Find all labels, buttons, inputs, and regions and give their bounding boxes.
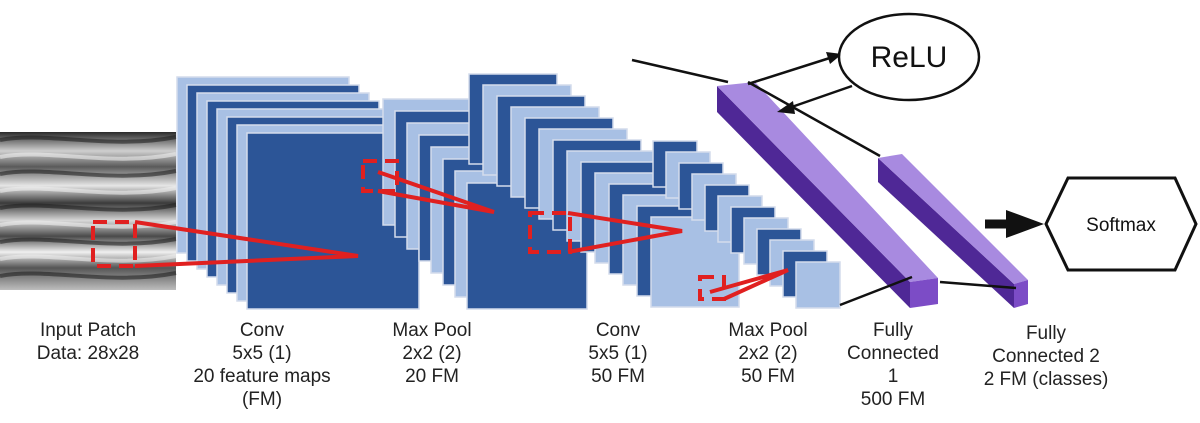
caption-fc2-line: Connected 2 bbox=[992, 346, 1100, 367]
caption-conv1-line: (FM) bbox=[242, 389, 282, 410]
caption-conv2-line: 5x5 (1) bbox=[588, 343, 647, 364]
fc1-bar-front bbox=[910, 278, 938, 308]
rf-box-conv1 bbox=[361, 159, 399, 193]
fc1-connect-top bbox=[631, 58, 729, 84]
pool2-map bbox=[795, 261, 841, 309]
caption-pool1-line: Max Pool bbox=[392, 320, 471, 341]
caption-conv2-line: Conv bbox=[596, 320, 641, 341]
rf-lines-input bbox=[134, 220, 359, 268]
relu-node: ReLU bbox=[837, 12, 981, 102]
caption-fc2-line: 2 FM (classes) bbox=[984, 369, 1109, 390]
caption-conv2-line: 50 FM bbox=[591, 366, 645, 387]
caption-conv1-line: Conv bbox=[240, 320, 285, 341]
fc2-connect-bottom bbox=[939, 280, 1017, 290]
caption-fc1-line: 1 bbox=[888, 366, 899, 387]
caption-pool2-line: Max Pool bbox=[728, 320, 807, 341]
rf-box-pool1 bbox=[528, 211, 572, 254]
caption-pool2-line: 2x2 (2) bbox=[738, 343, 797, 364]
caption-input-line: Input Patch bbox=[40, 320, 136, 341]
relu-label: ReLU bbox=[871, 41, 948, 74]
caption-fc2-line: Fully bbox=[1026, 323, 1067, 344]
caption-input-line: Data: 28x28 bbox=[37, 343, 139, 364]
input-texture-stripe bbox=[0, 237, 177, 246]
fc2-connect-top bbox=[747, 80, 881, 158]
fully-connected-layers bbox=[717, 82, 1028, 308]
input-texture-stripe bbox=[0, 203, 177, 212]
softmax-hexagon bbox=[1044, 176, 1198, 272]
caption-fc1-line: Fully bbox=[873, 320, 914, 341]
softmax-label: Softmax bbox=[1086, 215, 1156, 236]
input-texture-stripe bbox=[0, 254, 177, 263]
input-texture-stripe bbox=[0, 135, 177, 144]
fc2-bar-top bbox=[878, 154, 1028, 284]
softmax-node: Softmax bbox=[1044, 176, 1198, 272]
caption-fc1-line: Connected bbox=[847, 343, 939, 364]
caption-pool2-line: 50 FM bbox=[741, 366, 795, 387]
input-texture-stripe bbox=[0, 169, 177, 178]
arrow-from-relu bbox=[782, 84, 853, 112]
fc1-bar-side bbox=[717, 86, 910, 308]
caption-conv1-line: 5x5 (1) bbox=[232, 343, 291, 364]
input-texture-stripe bbox=[0, 271, 177, 280]
rf-lines-conv2 bbox=[709, 268, 789, 301]
fc2-bar-front bbox=[1014, 280, 1028, 308]
rf-lines-conv1 bbox=[377, 170, 495, 214]
input-texture-stripe bbox=[0, 152, 177, 161]
rf-lines-pool1 bbox=[567, 211, 683, 254]
caption-fc1-line: 500 FM bbox=[861, 389, 925, 410]
pool1-feature-maps bbox=[382, 98, 588, 310]
arrow-head-to-softmax bbox=[1006, 210, 1044, 238]
arrow-head-from-relu bbox=[777, 101, 795, 114]
receptive-field-annotations bbox=[91, 159, 789, 301]
pool2-feature-maps bbox=[652, 140, 841, 309]
caption-pool1-line: 2x2 (2) bbox=[402, 343, 461, 364]
caption-conv1-line: 20 feature maps bbox=[193, 366, 330, 387]
input-texture-stripe bbox=[0, 186, 177, 195]
arrow-to-relu bbox=[747, 54, 837, 86]
relu-ellipse bbox=[837, 12, 981, 102]
fc1-bar-top bbox=[717, 82, 938, 282]
fc1-connect-bottom bbox=[839, 275, 913, 307]
fc2-bar-side bbox=[878, 158, 1014, 308]
caption-pool1-line: 20 FM bbox=[405, 366, 459, 387]
input-patch-image bbox=[0, 132, 177, 290]
